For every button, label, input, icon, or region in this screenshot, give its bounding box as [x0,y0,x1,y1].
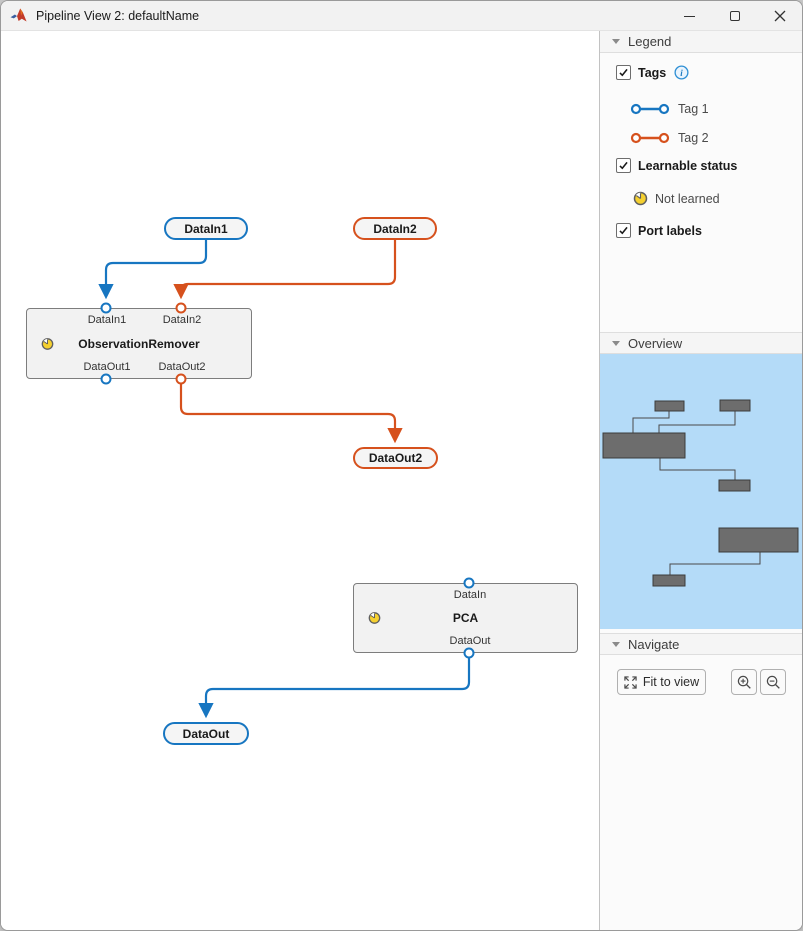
minimap-node-datain2 [719,399,751,412]
zoom-in-button[interactable] [731,669,757,695]
tag1-line-icon [630,103,670,115]
overview-header[interactable]: Overview [600,332,802,354]
port-labels-checkbox[interactable] [616,223,631,238]
window-title: Pipeline View 2: defaultName [36,8,200,23]
maximize-icon [729,11,740,21]
port-label-in: DataIn1 [87,314,127,326]
minimap-node-dataout [652,574,686,587]
tag2-line-icon [630,132,670,144]
zoom-in-icon [737,675,751,689]
node-observation-remover[interactable]: DataIn1 DataIn2 ObservationRemover DataO… [26,308,252,379]
port-labels-label: Port labels [638,223,702,238]
node-datain1[interactable]: DataIn1 [164,217,248,240]
edges-layer [98,240,475,719]
node-label: DataIn1 [184,221,228,236]
fit-to-view-label: Fit to view [642,675,700,689]
maximize-button[interactable] [712,1,757,31]
node-label: DataOut2 [368,451,423,465]
node-label: ObservationRemover [78,336,200,351]
node-pca[interactable]: DataIn PCA DataOut [353,583,578,653]
close-icon [774,10,785,22]
svg-text:i: i [681,68,684,78]
check-icon [619,161,628,170]
tag1-label: Tag 1 [678,102,709,116]
overview-title: Overview [628,335,683,351]
node-label: DataIn2 [373,221,417,236]
edge-datain1-to-or[interactable] [98,240,208,300]
info-icon[interactable]: i [674,65,689,80]
tag2-label: Tag 2 [678,131,709,145]
minimap-node-dataout2 [718,479,751,492]
tags-checkbox[interactable] [616,65,631,80]
check-icon [619,226,628,235]
node-label: DataOut [182,726,230,741]
collapse-legend-icon[interactable] [612,39,620,44]
side-panel: Legend Tags i [600,31,802,930]
port-label-out: DataOut [449,635,491,647]
minimap-node-observation-remover [602,432,686,459]
overview-minimap[interactable] [600,354,802,629]
tags-label: Tags [638,65,667,80]
zoom-out-button[interactable] [760,669,786,695]
edge-pca-to-dataout[interactable] [198,657,471,719]
port-label-in: DataIn2 [162,314,202,326]
legend-content: Tags i Tag 1 [600,53,802,332]
node-dataout2[interactable]: DataOut2 [353,447,438,469]
collapse-overview-icon[interactable] [612,340,620,346]
navigate-content: Fit to view [600,655,802,901]
port-label-in: DataIn [453,589,487,601]
collapse-navigate-icon[interactable] [612,641,620,647]
port-label-out: DataOut2 [158,361,206,373]
close-button[interactable] [757,1,802,31]
navigate-header[interactable]: Navigate [600,633,802,655]
learnable-status-label: Learnable status [638,158,738,173]
section-gap [600,629,802,633]
node-datain2[interactable]: DataIn2 [353,217,437,240]
minimap-graph [602,399,799,587]
titlebar[interactable]: Pipeline View 2: defaultName [1,1,802,31]
minimize-button[interactable] [667,1,712,31]
minimize-icon [684,15,695,17]
learnable-status-checkbox[interactable] [616,158,631,173]
not-learned-icon [633,191,648,206]
not-learned-label: Not learned [655,191,720,206]
minimap-node-datain1 [654,400,685,412]
edge-or-to-dataout2[interactable] [179,383,403,444]
pipeline-canvas[interactable]: DataIn1 DataIn2 DataOut2 DataOut DataIn1… [1,31,600,930]
port-label-out: DataOut1 [83,361,131,373]
legend-title: Legend [628,34,672,49]
fit-to-view-icon [624,675,637,689]
node-label: PCA [452,611,479,625]
zoom-out-icon [766,675,780,689]
check-icon [619,68,628,77]
matlab-logo-icon [10,8,27,22]
navigate-title: Navigate [628,636,680,652]
minimap-node-pca [718,527,799,553]
legend-header[interactable]: Legend [600,31,802,53]
edge-datain2-to-or[interactable] [173,240,397,300]
fit-to-view-button[interactable]: Fit to view [617,669,706,695]
node-dataout[interactable]: DataOut [163,722,249,745]
